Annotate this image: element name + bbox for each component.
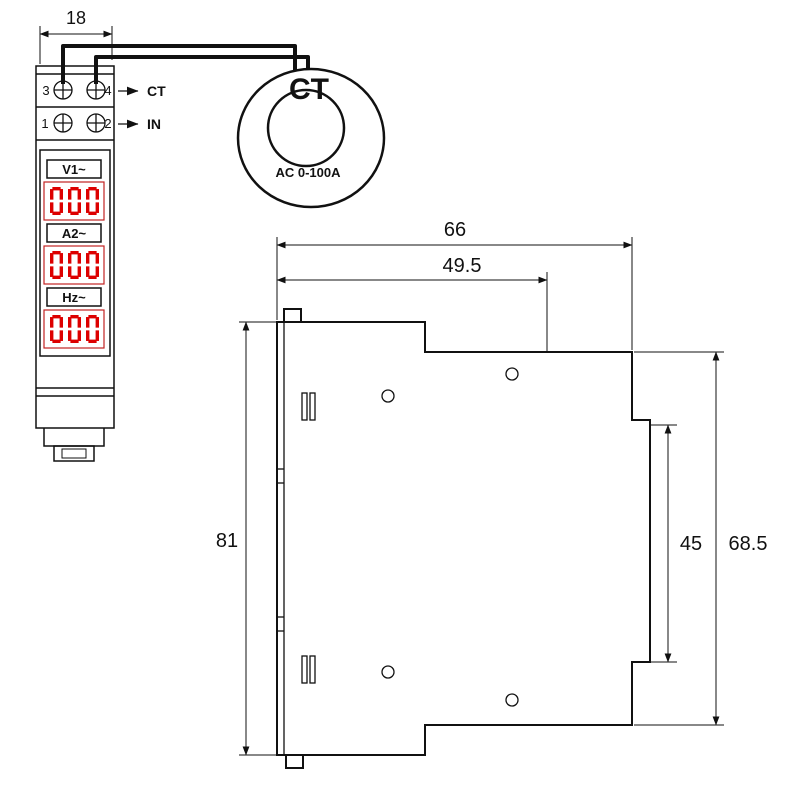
dim-68-5	[634, 351, 724, 726]
ct-title: CT	[289, 73, 329, 106]
top-mount-tab	[283, 308, 302, 323]
din-clip	[53, 445, 95, 462]
terminal-4-label: 4	[104, 83, 111, 98]
side-view: 66 49.5 81 45 68.5	[216, 219, 768, 769]
in-terminal-label: IN	[147, 116, 161, 132]
terminal-3-label: 3	[42, 83, 49, 98]
display-v-label-box	[46, 159, 102, 179]
display-a-label: A2~	[62, 226, 87, 241]
dim-49-5	[276, 272, 548, 351]
wire-2	[94, 55, 310, 84]
dim-68-5-label: 68.5	[729, 533, 768, 555]
din-clip-slot	[61, 448, 87, 459]
display-v-label: V1~	[62, 162, 86, 177]
side-profile-details	[277, 322, 519, 755]
display-hz-label-box	[46, 287, 102, 307]
current-transformer: CT AC 0-100A	[61, 44, 386, 209]
dim-45	[650, 424, 677, 663]
terminal-screw-1-icon	[53, 113, 73, 133]
terminal-1-label: 1	[41, 116, 48, 131]
bottom-mount-tab	[285, 754, 304, 769]
display-hz-label: Hz~	[62, 290, 86, 305]
display-a-digits	[50, 251, 99, 279]
front-view: 18 3	[35, 8, 166, 462]
dim-81	[239, 321, 277, 756]
ct-rating: AC 0-100A	[275, 165, 341, 180]
module-side-profile	[276, 308, 651, 769]
lower-slot-icon	[301, 655, 308, 684]
dim-66-label: 66	[444, 219, 466, 241]
terminal-2-label: 2	[104, 116, 111, 131]
wire-1	[61, 44, 297, 84]
screw-hole-icon	[505, 367, 519, 381]
screw-hole-icon	[381, 665, 395, 679]
dim-49-5-label: 49.5	[443, 255, 482, 277]
bottom-step	[43, 428, 105, 447]
dim-width-18	[39, 26, 113, 64]
display-a-label-box	[46, 223, 102, 243]
dim-width-18-label: 18	[66, 8, 86, 28]
screw-hole-icon	[381, 389, 395, 403]
ct-ring-inner	[266, 88, 346, 168]
screw-hole-icon	[505, 693, 519, 707]
upper-slot-icon	[301, 392, 308, 421]
display-hz-digits	[50, 315, 99, 343]
dim-45-label: 45	[680, 533, 702, 555]
terminal-screw-2-icon	[86, 113, 106, 133]
display-v-digits	[50, 187, 99, 215]
dim-81-label: 81	[216, 530, 238, 552]
ct-terminal-label: CT	[147, 83, 166, 99]
